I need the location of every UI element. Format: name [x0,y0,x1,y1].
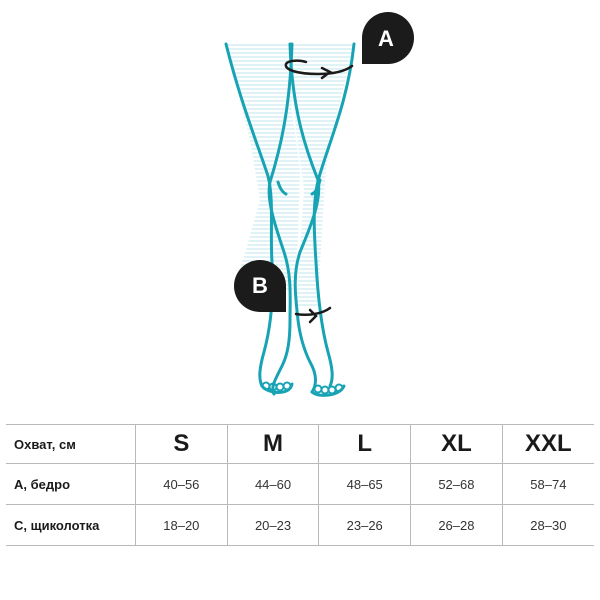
marker-b-badge: B [234,260,286,312]
table-cell: 58–74 [501,463,594,505]
thigh-measure-arrow [284,59,354,80]
size-s: S [135,424,228,464]
toes [261,381,344,395]
legs-illustration: A B [224,12,414,397]
size-chart-table: Охват, см S M L XL XXL A, бедро 40–56 44… [6,424,594,546]
svg-text:B: B [252,273,268,298]
table-cell: 26–28 [410,504,503,546]
table-cell: 52–68 [410,463,503,505]
table-row: A, бедро 40–56 44–60 48–65 52–68 58–74 [6,463,594,505]
table-row: C, щиколотка 18–20 20–23 23–26 26–28 28–… [6,504,594,546]
table-cell: 48–65 [318,463,411,505]
svg-text:A: A [378,26,394,51]
table-cell: 18–20 [135,504,228,546]
size-l: L [318,424,411,464]
table-cell: 28–30 [501,504,594,546]
header-label: Охват, см [6,424,136,464]
size-header-row: Охват, см S M L XL XXL [6,424,594,464]
size-xxl: XXL [501,424,594,464]
row-label-thigh: A, бедро [6,463,136,505]
marker-a-badge: A [362,12,414,64]
table-cell: 40–56 [135,463,228,505]
table-cell: 44–60 [226,463,319,505]
size-xl: XL [410,424,503,464]
table-cell: 23–26 [318,504,411,546]
size-m: M [226,424,319,464]
ankle-measure-arrow [294,306,332,324]
row-label-ankle: C, щиколотка [6,504,136,546]
table-cell: 20–23 [226,504,319,546]
legs-outline [224,42,356,397]
